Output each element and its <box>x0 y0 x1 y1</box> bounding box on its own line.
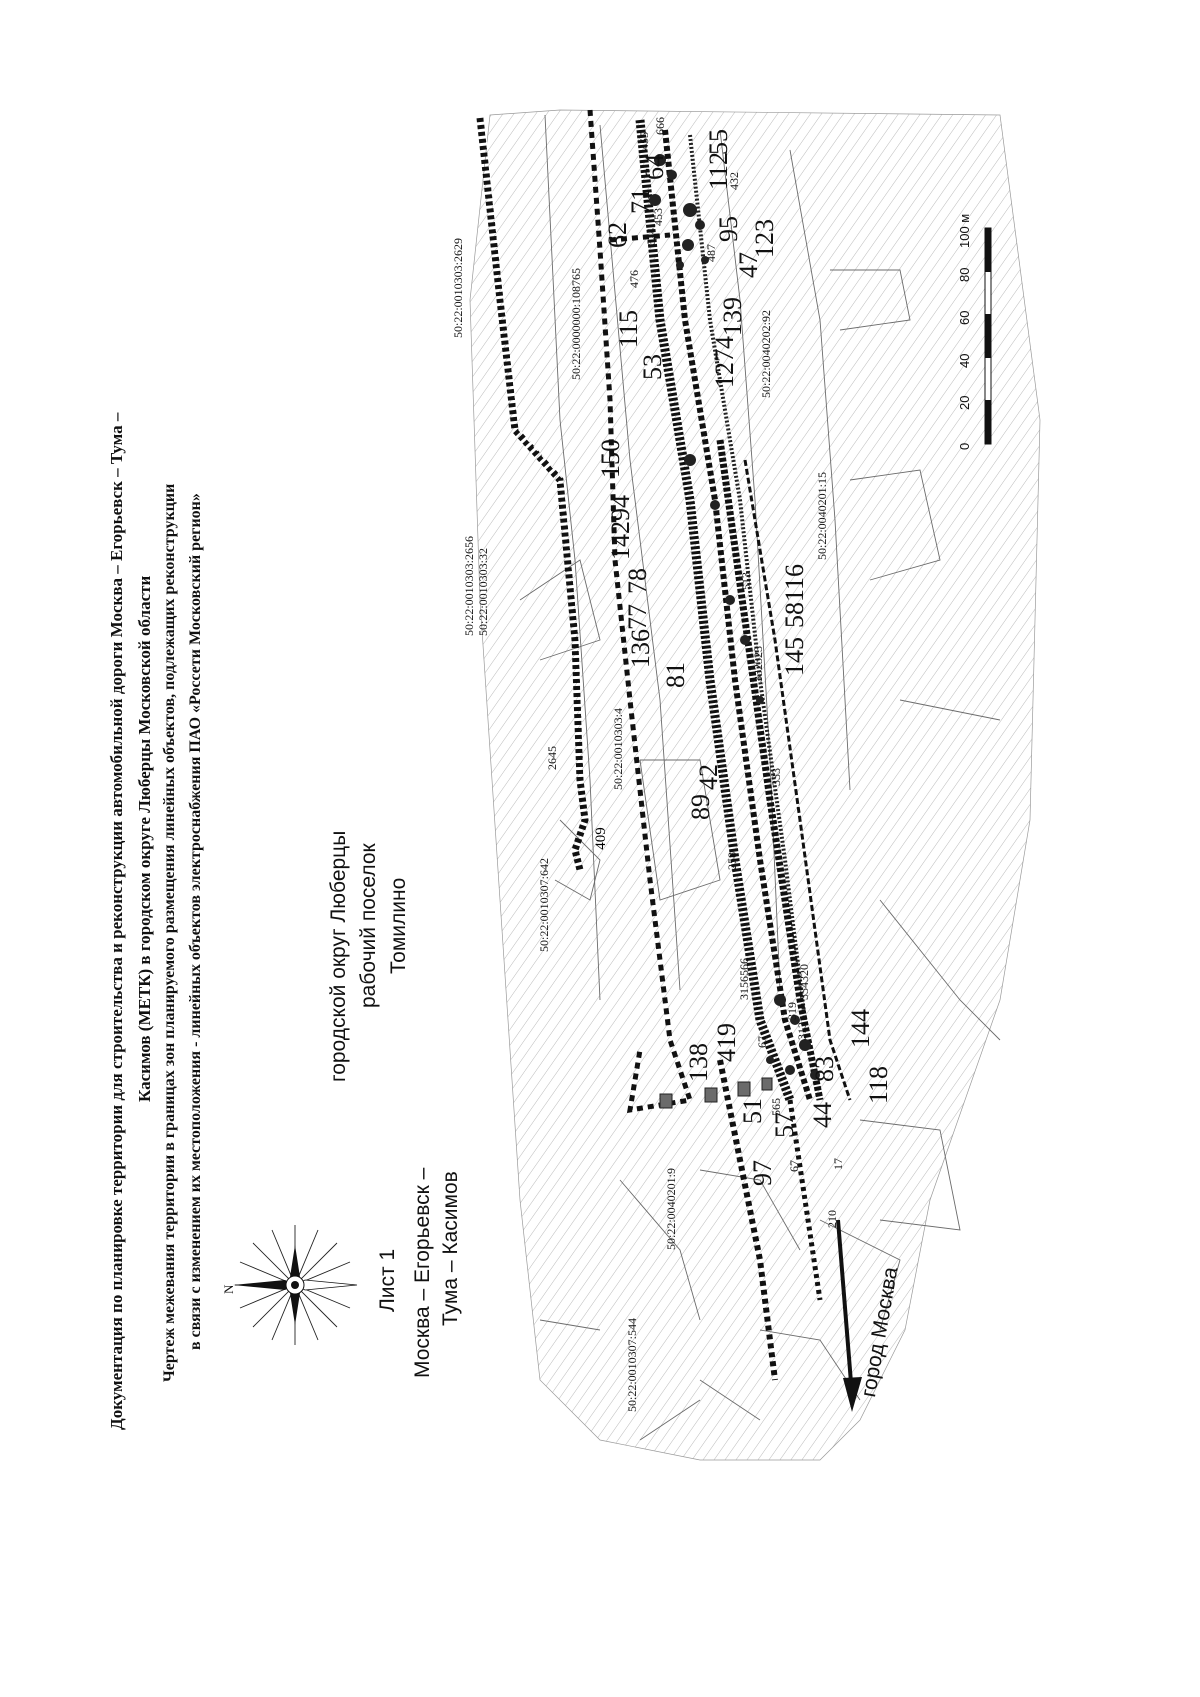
cadastral-number: 50:22:0010307:642 <box>537 857 551 952</box>
cadastral-number: 50:22:0010303:4 <box>611 707 625 790</box>
point-label: 58116 <box>780 563 809 628</box>
point-label-small: 476 <box>627 270 641 288</box>
point-label: 115 <box>614 309 643 348</box>
sheet-label: Лист 1 <box>376 1248 399 1312</box>
road-name-line-1: Москва – Егорьевск – <box>411 1167 434 1378</box>
point-label: 95 <box>714 216 743 242</box>
point-label-small: 258 <box>725 852 739 870</box>
point-label: 78 <box>623 568 652 594</box>
cadastral-number: 50:22:0000000:108765 <box>569 267 583 380</box>
point-label: 47 <box>734 252 763 278</box>
planned-zone-area <box>469 109 1041 1461</box>
point-label-small: 333 <box>769 768 783 786</box>
point-label-small: 17 <box>831 1158 845 1170</box>
point-label: 89 <box>686 794 715 820</box>
point-label: 64 <box>640 154 669 180</box>
cadastral-number: 50:22:0040201:15 <box>815 471 829 560</box>
point-label: 150 <box>596 439 625 478</box>
compass-rose <box>233 1225 358 1345</box>
point-label-small: 487 <box>704 244 718 262</box>
point-label: 145 <box>780 637 809 676</box>
point-label: 118 <box>864 1065 893 1104</box>
scale-tick-60: 60 <box>957 310 972 325</box>
point-label: 83 <box>810 1056 839 1082</box>
scale-tick-20: 20 <box>957 395 972 410</box>
point-label-small: 624 <box>644 228 658 246</box>
point-label: 419 <box>712 1023 741 1062</box>
point-label: 62 <box>603 222 632 248</box>
point-label: 51 <box>738 1098 767 1124</box>
existing-power-line-upper <box>476 117 589 871</box>
point-label-small: 67 <box>787 1160 801 1172</box>
point-label-small: 455 <box>637 132 651 150</box>
page-number: 409 <box>592 827 609 850</box>
header-line-1: Документация по планировке территории дл… <box>107 412 126 1430</box>
point-label: 44 <box>808 1102 837 1128</box>
direction-arrow <box>836 1219 862 1412</box>
point-label: 97 <box>748 1160 777 1186</box>
cadastral-number: 50:22:0040201:9 <box>664 1167 678 1250</box>
scale-tick-40: 40 <box>957 353 972 368</box>
point-label-small: 565 <box>769 1098 783 1116</box>
point-label-small: 453 <box>651 208 665 226</box>
scale-tick-0: 0 <box>957 442 972 450</box>
point-label: 1274 <box>710 336 739 388</box>
point-label-small: 319 <box>785 1002 799 1020</box>
scale-bar <box>984 227 992 445</box>
point-label-small: 67 <box>755 1036 769 1048</box>
point-label: 136 <box>626 629 655 668</box>
node-cluster-lower <box>766 994 820 1080</box>
point-label-small: 432 <box>727 172 741 190</box>
point-label-small: 513 <box>739 572 753 590</box>
point-label-small: 334320 <box>797 964 811 1000</box>
point-label: 42 <box>694 764 723 790</box>
point-label-small: 210 <box>825 1210 839 1228</box>
cadastral-number: 2645 <box>545 746 559 770</box>
highlighted-parcels <box>659 1077 773 1109</box>
point-label: 139 <box>718 297 747 336</box>
cadastral-number: 50:22:0010303:32 <box>476 547 490 636</box>
cadastral-number: 50:22:0040202:92 <box>759 309 773 398</box>
power-line-toward-moscow <box>717 1059 823 1381</box>
point-label-small: 3156566 <box>737 958 751 1000</box>
point-label-small: 332323 <box>751 646 765 682</box>
point-label: 14294 <box>606 495 635 560</box>
point-label: 81 <box>661 662 690 688</box>
point-label: 144 <box>846 1009 875 1048</box>
area-label-line-2: рабочий поселок <box>357 843 380 1008</box>
parcel-boundaries <box>519 114 1001 1441</box>
area-label-line-1: городской округ Люберцы <box>327 830 350 1082</box>
linear-objects-band <box>635 119 852 1102</box>
cadastral-number: 50:22:0010303:2656 <box>462 535 476 636</box>
point-label-small: 313 <box>795 1022 809 1040</box>
header-line-4: в связи с изменением их местоположения -… <box>187 493 204 1350</box>
node-cluster-upper <box>649 154 709 269</box>
road-name-line-2: Тума – Касимов <box>439 1171 462 1326</box>
point-label: 138 <box>684 1043 713 1082</box>
point-label: 53 <box>638 354 667 380</box>
cadastral-number: 50:22:0010303:2629 <box>451 237 465 338</box>
scale-tick-80: 80 <box>957 267 972 282</box>
node-cluster-middle <box>684 454 764 704</box>
header-line-2: Касимов (МЕТК) в городском округе Люберц… <box>135 575 154 1102</box>
point-label-small: 666 <box>653 117 667 135</box>
point-label: 77 <box>623 604 652 630</box>
cadastral-number: 50:22:0010307:544 <box>625 1317 639 1412</box>
area-label-line-3: Томилино <box>387 877 410 974</box>
scale-tick-100: 100 м <box>957 213 972 248</box>
header-line-3: Чертеж межевания территории в границах з… <box>161 483 178 1382</box>
compass-north-letter: N <box>221 1284 236 1294</box>
